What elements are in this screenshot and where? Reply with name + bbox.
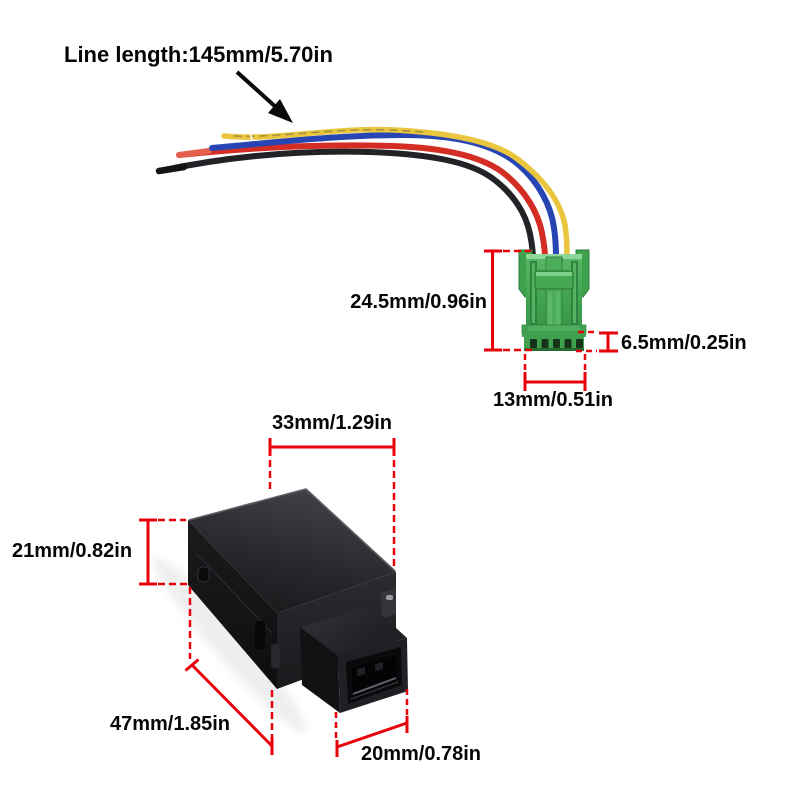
red-wire-tip	[176, 148, 212, 158]
connector-tab-height-label: 6.5mm/0.25in	[621, 332, 747, 354]
pin-slot	[576, 339, 583, 348]
arrow-shaft	[235, 70, 280, 111]
module-length-label: 47mm/1.85in	[109, 713, 231, 735]
connector-latch-bar-highlight	[536, 272, 572, 276]
connector-left-groove-inner	[532, 263, 535, 323]
dimension-line	[336, 721, 408, 749]
dim-module-height	[139, 518, 192, 659]
dim-connector-width	[523, 354, 587, 391]
connector-latch-ridge-right	[556, 292, 560, 330]
module-height-label: 21mm/0.82in	[12, 540, 133, 562]
dimension-line	[190, 663, 274, 748]
pin-slot	[541, 339, 549, 348]
module-edge-clip	[271, 644, 280, 668]
socket-inner-highlight-2	[350, 681, 399, 700]
arrow-head	[268, 99, 293, 123]
module-side-nub	[197, 566, 210, 583]
port-top-face	[300, 606, 407, 656]
dim-connector-height	[484, 249, 534, 352]
pin-slot	[553, 339, 560, 348]
port-socket-cavity	[352, 655, 397, 697]
connector-height-label: 24.5mm/0.96in	[350, 291, 487, 313]
module-left-face-seam	[195, 552, 273, 634]
module-shadow	[153, 557, 307, 733]
pin-slot	[564, 339, 572, 348]
dim-module-top-width	[268, 438, 396, 738]
socket-key-tab	[375, 662, 383, 671]
wire-harness	[155, 126, 570, 262]
dim-module-length	[184, 658, 274, 755]
module-top-width-label: 33mm/1.29in	[271, 412, 393, 434]
red-wire	[176, 142, 548, 262]
pointer-arrow	[235, 70, 293, 123]
module-right-step	[381, 588, 396, 619]
module-left-face	[188, 520, 277, 689]
port-left-face	[300, 627, 340, 713]
dim-port-width	[334, 689, 409, 757]
connector-right-groove-inner	[573, 263, 576, 323]
connector-bottom-edge	[524, 348, 584, 351]
connector-width-label: 13mm/0.51in	[492, 389, 614, 411]
line-length-label: Line length:145mm/5.70in	[64, 42, 333, 67]
module-step-highlight	[386, 595, 393, 600]
connector-pin-slots	[530, 339, 583, 348]
socket-inner-highlight	[352, 677, 397, 695]
green-connector	[518, 249, 590, 351]
socket-key-tab	[357, 667, 365, 676]
yellow-wire-splice	[249, 131, 253, 141]
module-top-face	[188, 489, 396, 613]
module-side-slot	[255, 621, 265, 650]
black-adapter-module	[153, 488, 408, 733]
connector-latch-ridge-left	[548, 292, 552, 330]
dimension-annotations	[139, 249, 618, 757]
black-wire	[156, 148, 536, 262]
black-wire-tip	[155, 163, 188, 175]
blue-wire	[209, 131, 559, 262]
dim-connector-tab-height	[576, 330, 618, 353]
port-width-label: 20mm/0.78in	[360, 743, 482, 765]
pin-slot	[530, 339, 537, 348]
module-top-back-edge-highlight	[188, 488, 396, 572]
end-tick	[184, 658, 200, 672]
